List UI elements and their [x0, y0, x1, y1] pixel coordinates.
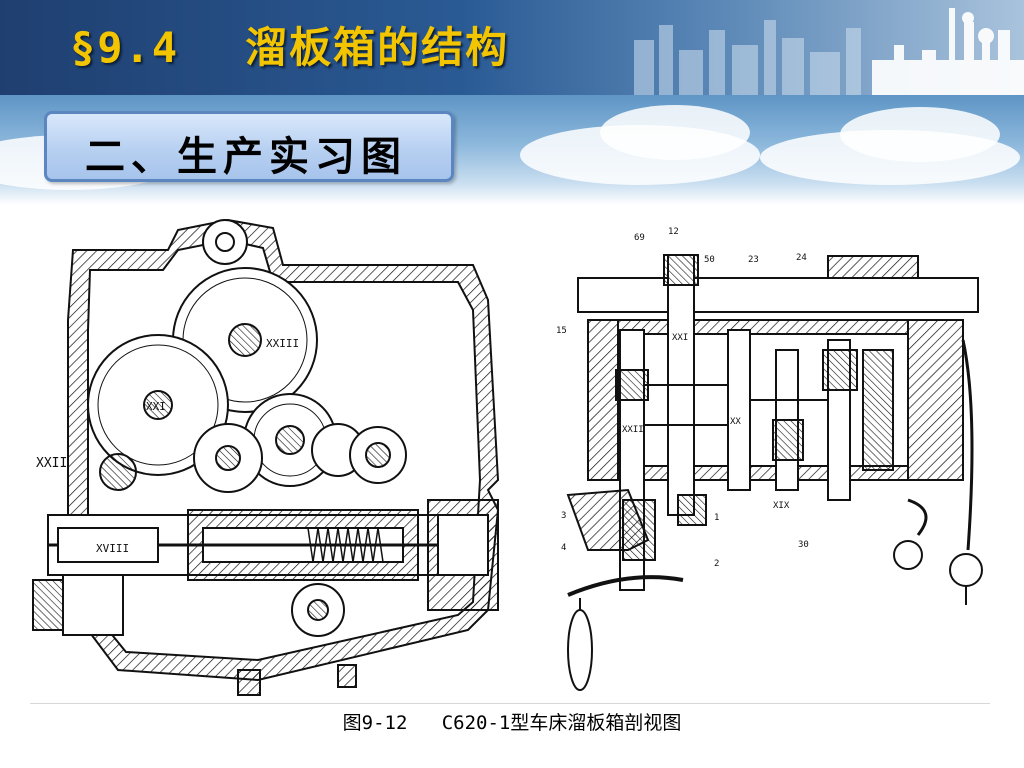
- label-23: 23: [748, 255, 759, 265]
- label-50: 50: [704, 255, 715, 265]
- label-left-xviii: XVIII: [96, 542, 129, 555]
- label-left-xxiii: XXIII: [266, 337, 299, 350]
- label-xix: XIX: [773, 501, 790, 511]
- technical-drawing: XXIII XXI XXII XVIII: [32, 218, 983, 696]
- subtitle-text: 二、生产实习图: [85, 133, 407, 180]
- figure-caption: 图9-12 C620-1型车床溜板箱剖视图: [342, 712, 682, 734]
- label-1: 1: [714, 513, 719, 523]
- left-section-view: [32, 218, 500, 696]
- subtitle-box: 二、生产实习图: [44, 111, 454, 182]
- label-xx: XX: [730, 417, 741, 427]
- header-banner: §9.4 溜板箱的结构: [0, 0, 1024, 95]
- label-left-xxi: XXI: [146, 400, 166, 413]
- label-15: 15: [556, 326, 567, 336]
- label-12: 12: [668, 227, 679, 237]
- label-4: 4: [561, 543, 566, 553]
- label-left-xxii: XXII: [36, 456, 67, 471]
- label-3: 3: [561, 511, 566, 521]
- label-30: 30: [798, 540, 809, 550]
- right-section-view: [566, 254, 983, 691]
- apron-section-drawing: XXIII XXI XXII XVIII: [28, 210, 988, 704]
- label-24: 24: [796, 253, 807, 263]
- city-skyline-graphic: [634, 8, 1024, 95]
- slide-title: §9.4 溜板箱的结构: [70, 14, 509, 75]
- caption-divider: [30, 703, 990, 704]
- label-right-xxii: XXII: [622, 425, 644, 435]
- label-right-xxi: XXI: [672, 333, 688, 343]
- label-2: 2: [714, 559, 719, 569]
- label-69: 69: [634, 233, 645, 243]
- section-number: §9.4: [70, 23, 180, 72]
- section-title: 溜板箱的结构: [245, 23, 510, 72]
